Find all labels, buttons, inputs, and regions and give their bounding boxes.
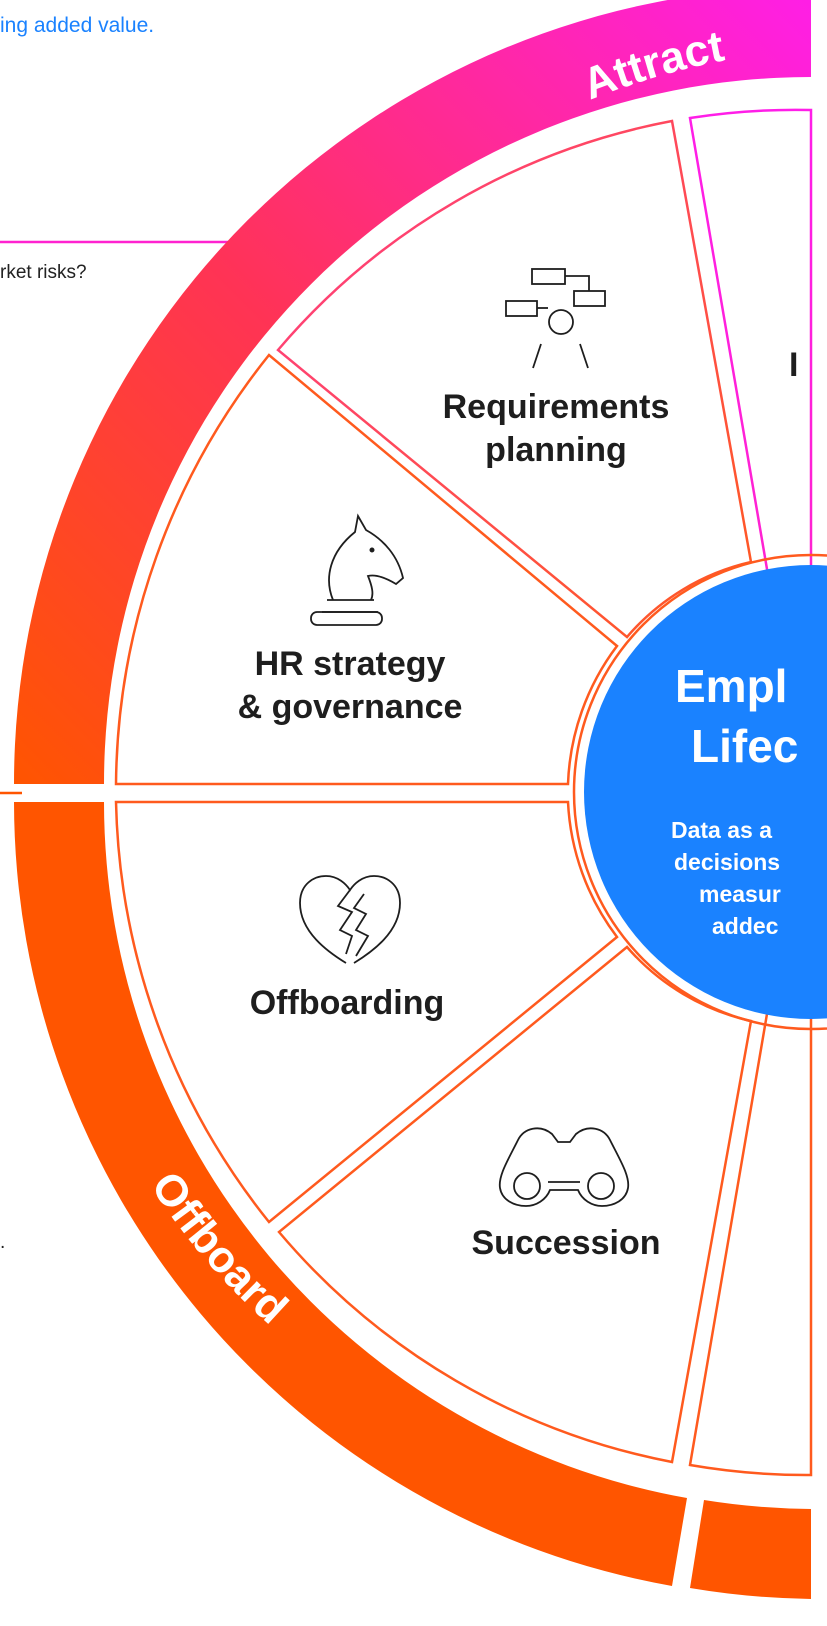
binoculars-icon [498, 1127, 630, 1207]
succession-label: Succession [472, 1224, 661, 1262]
outer-ring-upper [14, 0, 811, 784]
offboarding-label: Offboarding [250, 984, 445, 1022]
hub-title-line-1: Empl [675, 660, 787, 712]
hub-circle[interactable] [584, 565, 827, 1019]
segment-requirements-planning[interactable] [276, 119, 753, 639]
hub-title-line-2: Lifec [691, 720, 798, 772]
hub-desc-line-4: addec [712, 913, 779, 939]
market-risks-snippet: rket risks? [0, 262, 87, 283]
hub-outline [572, 553, 827, 1031]
outer-ring-lower [14, 802, 687, 1586]
outer-ring-bottom-right [690, 1500, 811, 1599]
hub-desc-line-3: measur [699, 881, 781, 907]
hr-strategy-label-line-1: HR strategy [255, 645, 446, 683]
intro-line-2: ing added value. [0, 14, 155, 37]
hub-desc-line-1: Data as a [671, 817, 772, 843]
org-chart-person-icon [505, 268, 606, 369]
stray-mark-snippet: . [0, 1232, 6, 1253]
segment-hr-strategy[interactable] [114, 353, 619, 786]
requirements-planning-label-line-1: Requirements [443, 388, 670, 426]
hub-desc-line-2: decisions [674, 849, 780, 875]
segment-offboarding[interactable] [114, 800, 619, 1224]
top-right-partial-label: I [789, 346, 798, 384]
broken-heart-icon [299, 875, 401, 964]
chess-knight-icon [310, 513, 404, 626]
requirements-planning-label-line-2: planning [485, 431, 627, 469]
hr-strategy-label-line-2: & governance [238, 688, 463, 726]
